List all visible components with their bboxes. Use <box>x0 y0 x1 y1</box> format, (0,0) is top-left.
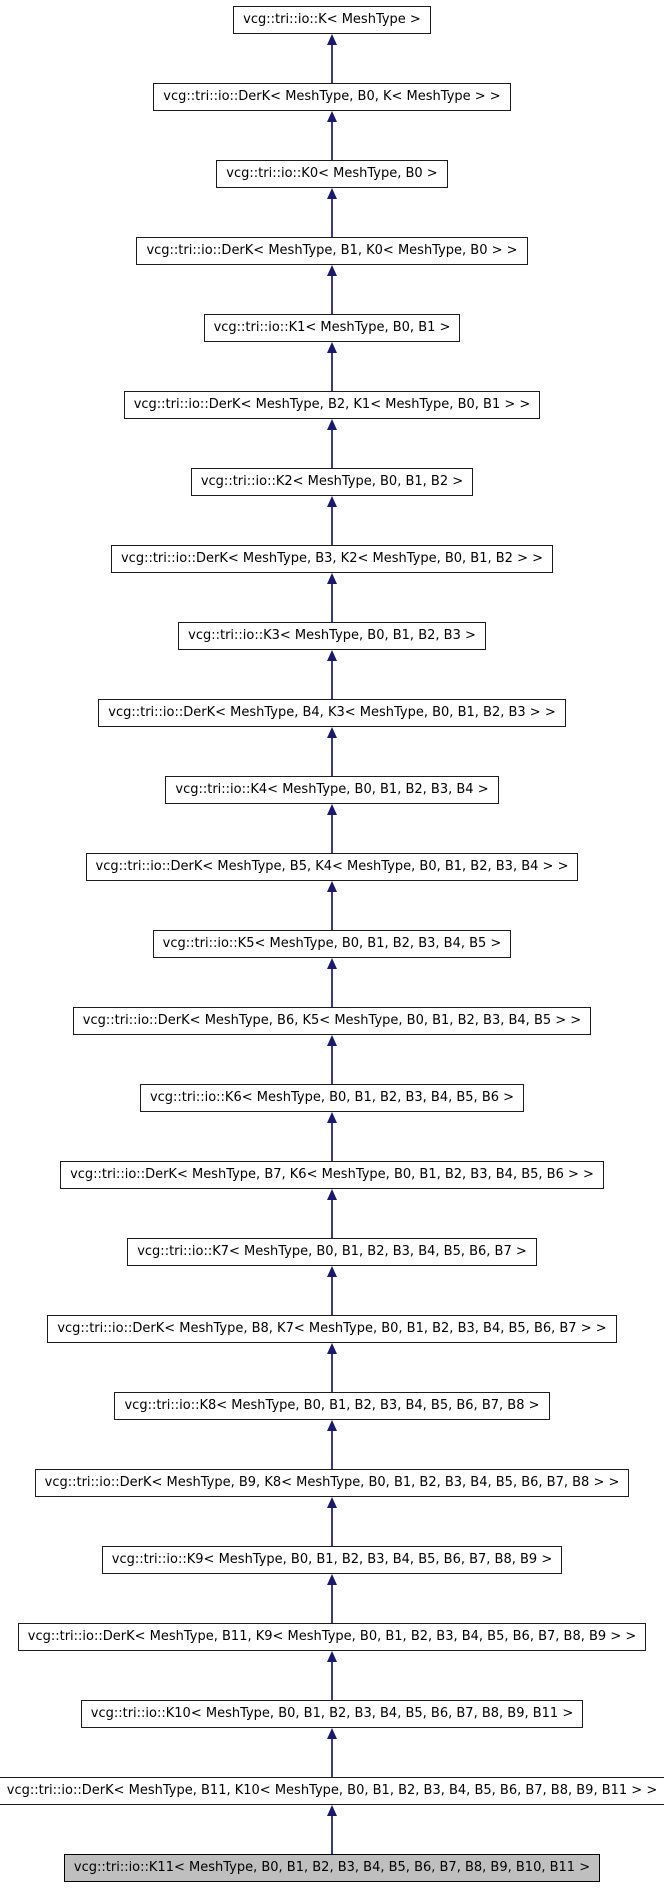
class-node[interactable]: vcg::tri::io::K1< MeshType, B0, B1 > <box>203 314 461 342</box>
arrow-shaft <box>331 430 333 468</box>
inheritance-arrow <box>322 881 342 930</box>
arrow-shaft <box>331 584 333 622</box>
class-node-current: vcg::tri::io::K11< MeshType, B0, B1, B2,… <box>63 1854 601 1882</box>
class-node[interactable]: vcg::tri::io::K0< MeshType, B0 > <box>216 160 448 188</box>
arrow-shaft <box>331 276 333 314</box>
inheritance-arrow <box>322 188 342 237</box>
arrow-shaft <box>331 1508 333 1546</box>
class-node[interactable]: vcg::tri::io::DerK< MeshType, B2, K1< Me… <box>123 391 541 419</box>
arrow-head-icon <box>327 265 337 276</box>
class-node[interactable]: vcg::tri::io::DerK< MeshType, B7, K6< Me… <box>60 1161 604 1189</box>
inheritance-arrow <box>322 1035 342 1084</box>
arrow-head-icon <box>327 1343 337 1354</box>
inheritance-arrow <box>322 650 342 699</box>
arrow-head-icon <box>327 1420 337 1431</box>
class-node[interactable]: vcg::tri::io::K8< MeshType, B0, B1, B2, … <box>114 1392 550 1420</box>
arrow-shaft <box>331 1123 333 1161</box>
class-node[interactable]: vcg::tri::io::K< MeshType > <box>233 6 431 34</box>
class-node[interactable]: vcg::tri::io::DerK< MeshType, B8, K7< Me… <box>47 1315 617 1343</box>
arrow-shaft <box>331 1200 333 1238</box>
inheritance-arrow <box>322 1574 342 1623</box>
inheritance-arrow <box>322 1343 342 1392</box>
arrow-shaft <box>331 353 333 391</box>
inheritance-arrow <box>322 1497 342 1546</box>
class-node[interactable]: vcg::tri::io::DerK< MeshType, B3, K2< Me… <box>110 545 554 573</box>
class-node[interactable]: vcg::tri::io::DerK< MeshType, B11, K9< M… <box>17 1623 647 1651</box>
inheritance-arrow <box>322 573 342 622</box>
arrow-shaft <box>331 969 333 1007</box>
class-node[interactable]: vcg::tri::io::DerK< MeshType, B9, K8< Me… <box>34 1469 630 1497</box>
arrow-head-icon <box>327 342 337 353</box>
arrow-shaft <box>331 738 333 776</box>
arrow-head-icon <box>327 573 337 584</box>
inheritance-arrow <box>322 34 342 83</box>
arrow-head-icon <box>327 1651 337 1662</box>
inheritance-arrow <box>322 958 342 1007</box>
inheritance-arrow <box>322 265 342 314</box>
arrow-shaft <box>331 1816 333 1854</box>
arrow-shaft <box>331 122 333 160</box>
inheritance-arrow <box>322 111 342 160</box>
arrow-shaft <box>331 199 333 237</box>
arrow-shaft <box>331 892 333 930</box>
inheritance-arrow <box>322 1805 342 1854</box>
arrow-head-icon <box>327 804 337 815</box>
class-node[interactable]: vcg::tri::io::K7< MeshType, B0, B1, B2, … <box>127 1238 537 1266</box>
arrow-head-icon <box>327 188 337 199</box>
class-node[interactable]: vcg::tri::io::K4< MeshType, B0, B1, B2, … <box>165 776 499 804</box>
arrow-head-icon <box>327 1728 337 1739</box>
arrow-head-icon <box>327 1574 337 1585</box>
arrow-shaft <box>331 1277 333 1315</box>
arrow-head-icon <box>327 1112 337 1123</box>
arrow-head-icon <box>327 1035 337 1046</box>
arrow-head-icon <box>327 881 337 892</box>
arrow-shaft <box>331 45 333 83</box>
arrow-head-icon <box>327 419 337 430</box>
arrow-head-icon <box>327 958 337 969</box>
arrow-head-icon <box>327 34 337 45</box>
arrow-shaft <box>331 661 333 699</box>
class-node[interactable]: vcg::tri::io::K3< MeshType, B0, B1, B2, … <box>178 622 486 650</box>
inheritance-arrow <box>322 1420 342 1469</box>
inheritance-arrow <box>322 1266 342 1315</box>
class-node[interactable]: vcg::tri::io::DerK< MeshType, B0, K< Mes… <box>153 83 511 111</box>
class-node[interactable]: vcg::tri::io::K10< MeshType, B0, B1, B2,… <box>80 1700 584 1728</box>
inheritance-arrow <box>322 804 342 853</box>
arrow-shaft <box>331 1662 333 1700</box>
inheritance-arrow <box>322 1651 342 1700</box>
arrow-shaft <box>331 1046 333 1084</box>
arrow-head-icon <box>327 1805 337 1816</box>
arrow-head-icon <box>327 1266 337 1277</box>
class-node[interactable]: vcg::tri::io::DerK< MeshType, B1, K0< Me… <box>136 237 528 265</box>
class-node[interactable]: vcg::tri::io::K9< MeshType, B0, B1, B2, … <box>101 1546 563 1574</box>
arrow-shaft <box>331 815 333 853</box>
arrow-head-icon <box>327 496 337 507</box>
arrow-shaft <box>331 507 333 545</box>
arrow-head-icon <box>327 727 337 738</box>
inheritance-arrow <box>322 342 342 391</box>
arrow-shaft <box>331 1354 333 1392</box>
inheritance-arrow <box>322 1728 342 1777</box>
inheritance-arrow <box>322 419 342 468</box>
inheritance-arrow <box>322 1189 342 1238</box>
inheritance-arrow <box>322 496 342 545</box>
arrow-shaft <box>331 1431 333 1469</box>
class-node[interactable]: vcg::tri::io::K2< MeshType, B0, B1, B2 > <box>190 468 474 496</box>
class-node[interactable]: vcg::tri::io::DerK< MeshType, B5, K4< Me… <box>85 853 579 881</box>
inheritance-arrow <box>322 1112 342 1161</box>
arrow-shaft <box>331 1739 333 1777</box>
arrow-head-icon <box>327 1189 337 1200</box>
arrow-head-icon <box>327 650 337 661</box>
inheritance-arrow <box>322 727 342 776</box>
class-node[interactable]: vcg::tri::io::K5< MeshType, B0, B1, B2, … <box>152 930 512 958</box>
class-node[interactable]: vcg::tri::io::K6< MeshType, B0, B1, B2, … <box>139 1084 525 1112</box>
class-node[interactable]: vcg::tri::io::DerK< MeshType, B4, K3< Me… <box>98 699 566 727</box>
arrow-head-icon <box>327 1497 337 1508</box>
class-node[interactable]: vcg::tri::io::DerK< MeshType, B11, K10< … <box>0 1777 664 1805</box>
arrow-head-icon <box>327 111 337 122</box>
class-node[interactable]: vcg::tri::io::DerK< MeshType, B6, K5< Me… <box>72 1007 592 1035</box>
arrow-shaft <box>331 1585 333 1623</box>
